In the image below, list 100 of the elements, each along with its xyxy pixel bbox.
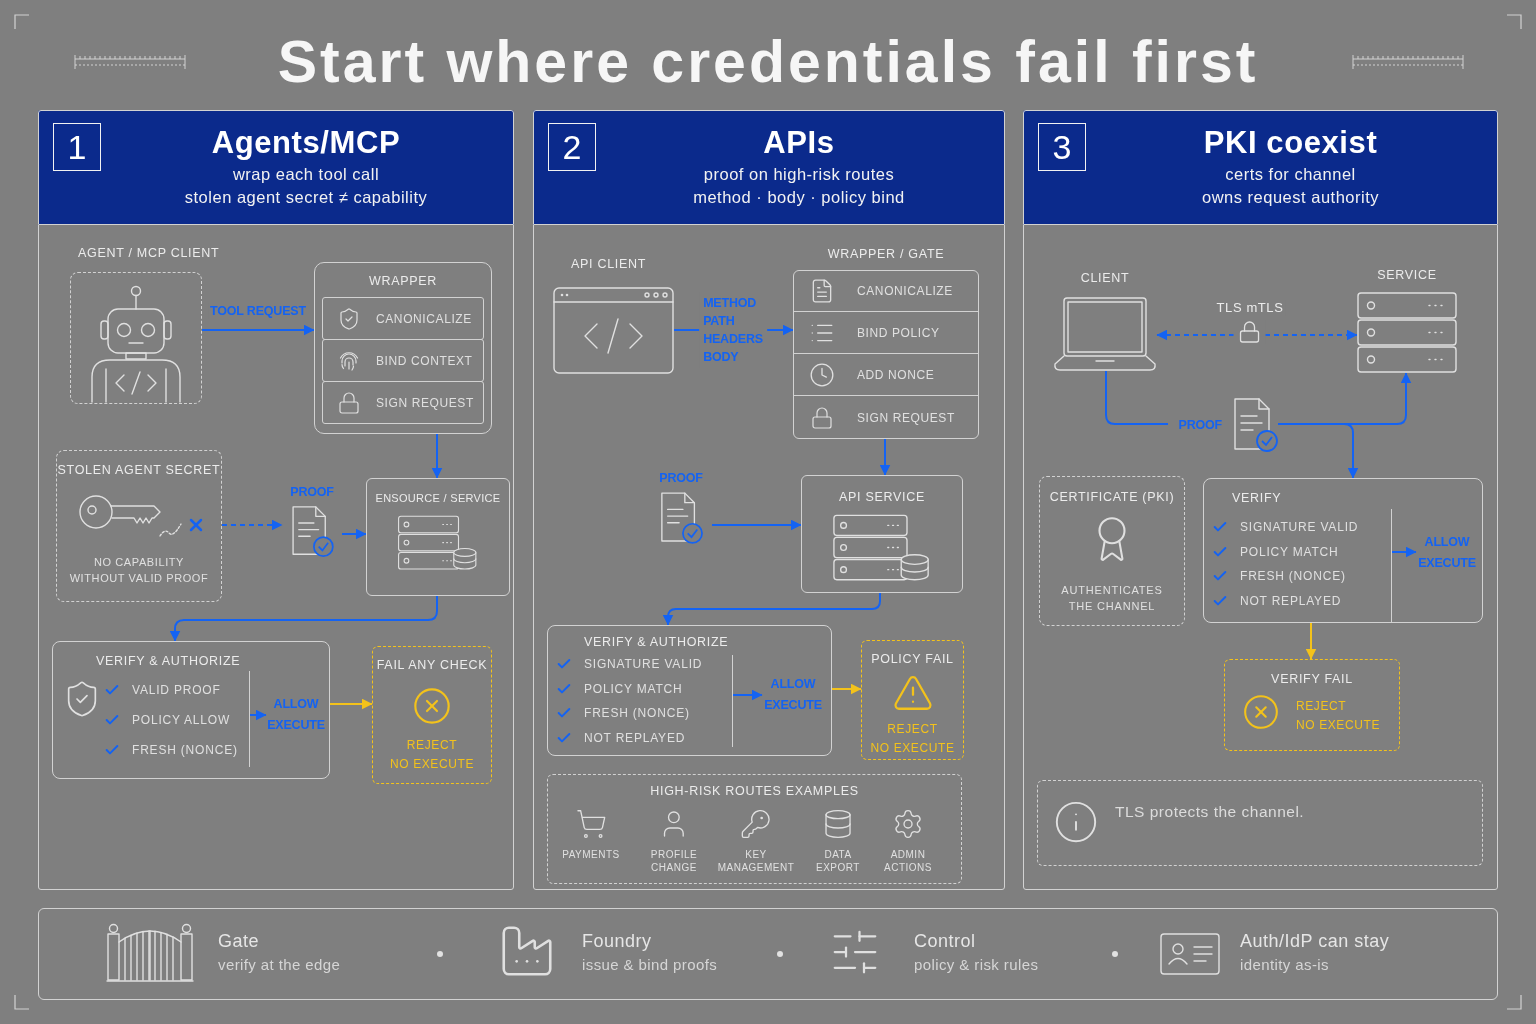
reject-card (861, 640, 964, 760)
reject-card (1224, 659, 1400, 751)
proof-label: PROOF (290, 484, 334, 500)
reject-text: REJECT (887, 721, 938, 738)
reject-text: REJECT (406, 737, 458, 754)
checklist (1212, 509, 1392, 623)
wrapper-card (314, 262, 492, 434)
checklist (556, 655, 733, 747)
checklist-item: FRESH (NONCE) (584, 705, 690, 722)
node-heading: CLIENT (1080, 270, 1130, 286)
node-heading: API SERVICE (839, 489, 925, 505)
step-number: 2 (548, 123, 596, 171)
proof-label: PROOF (659, 470, 703, 486)
proof-label: PROOF (1178, 417, 1222, 433)
service-card (801, 475, 963, 593)
arrow (249, 709, 267, 721)
node-heading: API CLIENT (571, 256, 647, 272)
route-label: KEY MANAGEMENT (717, 848, 795, 874)
feature-text: issue & bind proofs (582, 955, 718, 975)
connector-line (1105, 370, 1169, 425)
node-heading: HIGH-RISK ROUTES EXAMPLES (650, 783, 859, 799)
node-heading: WRAPPER (368, 273, 438, 289)
checklist-item: POLICY MATCH (1240, 543, 1339, 560)
node-heading: ENSOURCE / SERVICE (375, 491, 501, 506)
panel-title: APIs (763, 124, 835, 162)
arrow (431, 433, 443, 479)
checklist-item: SIGNATURE VALID (584, 656, 703, 672)
step-label: BIND CONTEXT (376, 352, 473, 369)
step-label: CANONICALIZE (857, 282, 953, 299)
arrow (732, 689, 763, 701)
page-title: Start where credentials fail first (277, 30, 1259, 94)
step-label: SIGN REQUEST (376, 394, 474, 411)
checklist-item: FRESH (NONCE) (132, 742, 238, 758)
card-caption: NO CAPABILITY WITHOUT VALID PROOF (68, 555, 210, 586)
allow-text: ALLOW EXECUTE (1416, 530, 1478, 576)
info-card (1037, 780, 1483, 866)
double-arrow (1156, 329, 1358, 341)
allow-text: ALLOW EXECUTE (762, 672, 824, 718)
route-label: PROFILE CHANGE (650, 848, 698, 874)
node-heading: STOLEN AGENT SECRET (57, 462, 221, 478)
arrow (201, 324, 315, 336)
arrow (879, 438, 891, 476)
routes-card (547, 774, 962, 884)
info-text: TLS protects the channel. (1115, 802, 1305, 822)
checklist-item: FRESH (NONCE) (1240, 568, 1346, 585)
feature-text: policy & risk rules (914, 955, 1039, 975)
feature-title: Gate (218, 930, 261, 953)
checklist-item: NOT REPLAYED (584, 729, 686, 746)
node-heading: VERIFY & AUTHORIZE (584, 634, 729, 650)
route-label: PAYMENTS (562, 848, 620, 861)
step-number: 3 (1038, 123, 1086, 171)
checklist-item: VALID PROOF (132, 682, 221, 698)
node-heading: VERIFY (1232, 490, 1282, 506)
feature-text: verify at the edge (218, 955, 341, 975)
node-heading: VERIFY FAIL (1271, 671, 1353, 687)
process-step (322, 381, 484, 424)
panel-subtitle: certs for channel (1225, 164, 1356, 185)
arrow (831, 683, 862, 695)
reject-card (372, 646, 492, 784)
secret-card (56, 450, 222, 602)
panel-subtitle: stolen agent secret ≠ capability (184, 187, 428, 208)
feature-title: Control (914, 930, 977, 953)
card-caption: AUTHENTICATES THE CHANNEL (1060, 583, 1164, 614)
node-heading: POLICY FAIL (871, 651, 954, 667)
node-heading: WRAPPER / GATE (827, 246, 945, 262)
verify-card (547, 625, 832, 756)
panel-title: Agents/MCP (211, 124, 401, 162)
edge-label: TOOL REQUEST (208, 303, 308, 319)
service-card (366, 478, 510, 596)
step-label: CANONICALIZE (376, 310, 472, 327)
arrow (711, 519, 802, 531)
feature-band (38, 908, 1498, 1000)
feature-title: Foundry (582, 930, 653, 953)
feature-text: identity as-is (1240, 955, 1330, 975)
checklist-item: NOT REPLAYED (1240, 592, 1342, 609)
arrow (1391, 546, 1417, 558)
arrow (341, 528, 367, 540)
feature-title: Auth/IdP can stay (1240, 930, 1390, 953)
panel-subtitle: method · body · policy bind (693, 187, 905, 208)
reject-text: NO EXECUTE (870, 740, 955, 757)
node-heading: CERTIFICATE (PKI) (1049, 489, 1175, 505)
panel-subtitle: proof on high-risk routes (703, 164, 895, 185)
process-step (322, 297, 484, 340)
arrow (221, 519, 283, 531)
panel (38, 110, 514, 890)
step-label: SIGN REQUEST (857, 409, 955, 426)
node-heading: VERIFY & AUTHORIZE (96, 653, 241, 669)
reject-text: REJECT (1296, 698, 1347, 715)
checklist-item: POLICY ALLOW (132, 712, 231, 728)
panel-subtitle: owns request authority (1202, 187, 1379, 208)
reject-text: NO EXECUTE (390, 756, 474, 773)
panel (533, 110, 1005, 890)
step-label: ADD NONCE (857, 366, 935, 383)
arrow (329, 698, 373, 710)
arrow (1305, 622, 1317, 660)
checklist-item: POLICY MATCH (584, 680, 683, 697)
arrow (1277, 423, 1359, 479)
panel-title: PKI coexist (1203, 124, 1378, 162)
route-label: ADMIN ACTIONS (884, 848, 932, 874)
node-heading: SERVICE (1377, 267, 1437, 283)
